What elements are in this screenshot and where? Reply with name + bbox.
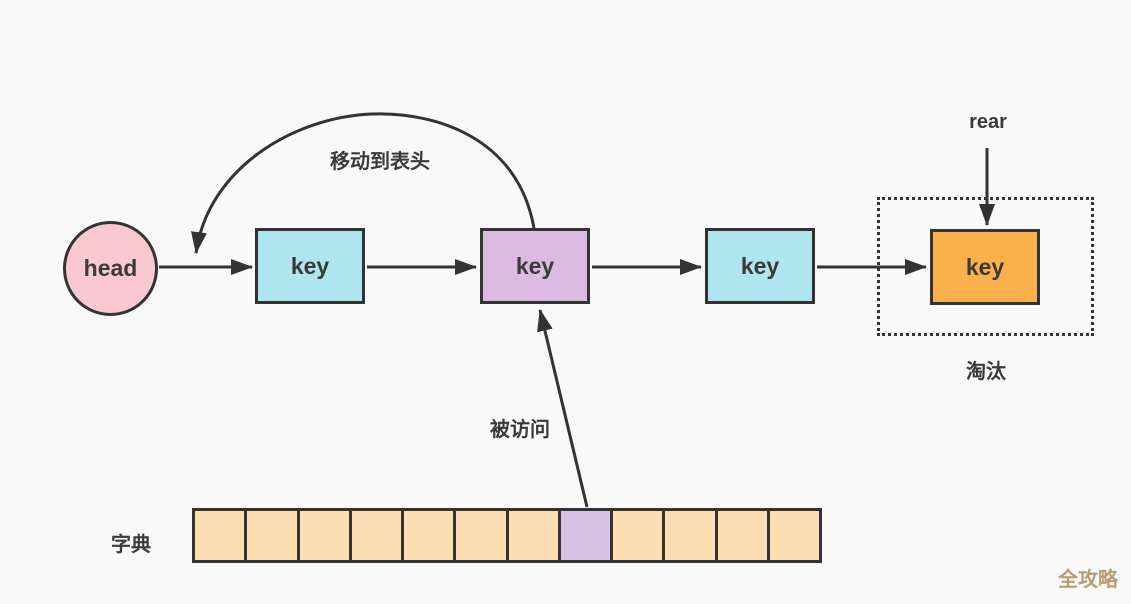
dictionary-label: 字典: [111, 534, 151, 556]
key-node-1-label: key: [290, 252, 330, 279]
dictionary-cell: [195, 511, 245, 560]
key-node-2-accessed: key: [480, 228, 590, 304]
key-node-3: key: [705, 228, 815, 304]
dictionary-cell: [613, 511, 663, 560]
evicted-label: 淘汰: [966, 361, 1006, 383]
eviction-zone: [877, 197, 1094, 336]
key-node-1: key: [255, 228, 365, 304]
head-node: head: [63, 221, 158, 316]
dictionary-cell: [717, 511, 767, 560]
dictionary-cell-highlighted: [560, 511, 610, 560]
dictionary-cell: [299, 511, 349, 560]
dictionary-cell: [404, 511, 454, 560]
move-to-head-label: 移动到表头: [330, 151, 430, 173]
dictionary-cell: [456, 511, 506, 560]
key-node-2-label: key: [515, 252, 555, 279]
key-node-4-label: key: [965, 253, 1005, 280]
arrow-move-to-head: [191, 112, 536, 254]
rear-label: rear: [969, 111, 1007, 133]
accessed-label: 被访问: [490, 419, 550, 441]
dictionary-cell: [508, 511, 558, 560]
dictionary-cell: [247, 511, 297, 560]
arrow-accessed: [537, 309, 589, 508]
dictionary-cell: [351, 511, 401, 560]
head-node-label: head: [83, 255, 138, 281]
key-node-3-label: key: [740, 252, 780, 279]
dictionary-cell: [769, 511, 819, 560]
dictionary-row: [192, 508, 822, 563]
dictionary-cell: [665, 511, 715, 560]
watermark: 全攻略: [1058, 569, 1118, 591]
key-node-4-evicted: key: [930, 229, 1040, 305]
